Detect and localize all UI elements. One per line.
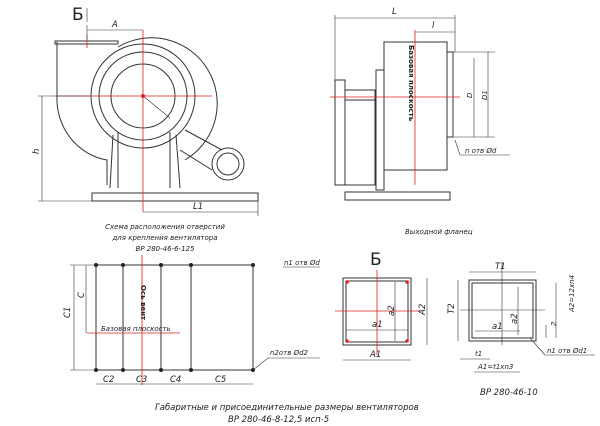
section-b-title: Б	[370, 250, 382, 270]
flange-holes-label: n1 отв Ød1	[547, 347, 587, 355]
dim-A2-label: A2	[418, 304, 428, 316]
front-view: A Б h L1	[32, 5, 259, 216]
dim-c-label: C	[77, 292, 87, 298]
scheme-caption-line-1: Схема расположения отверстий	[105, 223, 225, 231]
volute-spiral	[117, 37, 218, 161]
side-base	[344, 191, 451, 201]
side-view: L l Базовая плоскость D D1 n отв Ød Выхо…	[330, 7, 510, 236]
holes-n-label: n отв Ød	[465, 147, 497, 155]
hole-scheme: Схема расположения отверстий для креплен…	[63, 223, 320, 385]
motor	[211, 147, 245, 181]
dim-A1-t1xn3-label: A1=t1xn3	[477, 363, 513, 371]
motor-bracket	[179, 129, 223, 171]
dim-a2-label: a2	[387, 305, 397, 316]
dim-h-label: h	[32, 149, 42, 154]
section-b-view: Б a1 a2 A1 A2	[335, 250, 428, 361]
hole-grid-frame	[95, 264, 254, 371]
flange-10-outline	[471, 282, 534, 339]
dim-t1-label: T1	[495, 262, 506, 272]
dim-a-label: A	[111, 20, 118, 30]
dim-c4-label: C4	[170, 375, 181, 385]
inlet-flange	[54, 40, 119, 45]
dim-A2-12xn4-label: A2=12xn4	[568, 275, 576, 313]
flange-dim-a1-label: a1	[492, 322, 503, 332]
outlet-flange-caption: Выходной фланец	[405, 228, 473, 236]
dim-l1-label: L1	[193, 202, 203, 212]
base-plane-label: Базовая плоскость	[407, 45, 415, 122]
dim-c3-label: C3	[136, 375, 147, 385]
base-frame	[91, 192, 259, 202]
dim-c2-label: C2	[103, 375, 114, 385]
flange-280-46-10: T1 T2 a1 a2 2 A2=12xn4 t1 A1=t1xn3 n1 от…	[447, 262, 595, 398]
holes-n1-label: n1 отв Ød	[284, 259, 320, 267]
dim-t1-small-label: t1	[475, 350, 482, 358]
volute-outline	[56, 42, 108, 185]
dim-A1-label: A1	[369, 350, 381, 360]
dim-c1-label: C1	[63, 307, 73, 318]
outlet-flange	[446, 51, 454, 138]
dim-c5-label: C5	[215, 375, 226, 385]
footer-line-1: Габаритные и присоединительные размеры в…	[155, 403, 419, 413]
dim-L-label: L	[392, 7, 397, 17]
dim-a1-label: a1	[372, 320, 383, 330]
flange-dim-a2-label: a2	[510, 313, 520, 324]
scheme-caption-line-2: для крепления вентилятора	[111, 234, 217, 242]
dim-D-label: D	[466, 92, 474, 98]
section-mark-b: Б	[72, 5, 84, 25]
footer-line-2: ВР 280-46-8-12,5 исп-5	[228, 415, 329, 425]
flange-10-caption: ВР 280-46-10	[480, 388, 538, 398]
dim-l-label: l	[432, 21, 435, 31]
scheme-base-plane-label: Базовая плоскость	[101, 325, 171, 333]
motor-side	[334, 79, 346, 186]
fan-axis-label: Ось вент	[139, 285, 147, 321]
scheme-caption-line-3: ВР 280-46-6-125	[136, 245, 195, 253]
dim-2-label: 2	[550, 321, 558, 326]
holes-n2-label: n2отв Ød2	[270, 349, 309, 357]
dim-t2-label: T2	[447, 303, 457, 314]
stand-legs	[109, 132, 181, 189]
dim-D1-label: D1	[481, 90, 489, 100]
